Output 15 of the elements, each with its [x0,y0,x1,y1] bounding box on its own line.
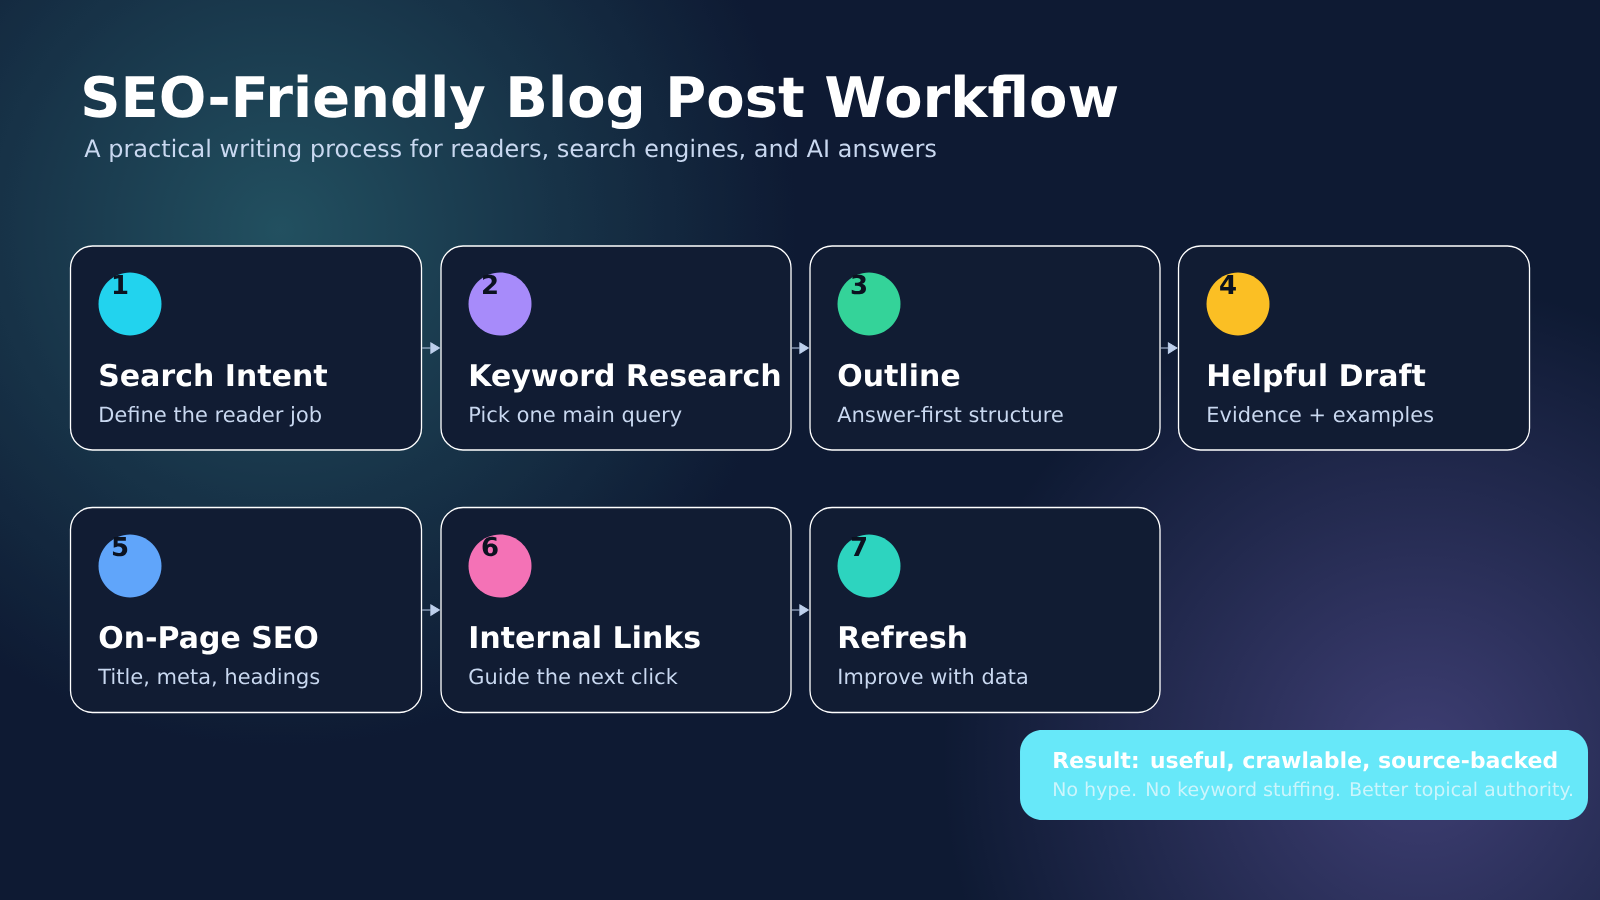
arrow [421,342,440,354]
arrow [791,604,809,616]
number-badge: 4 [1206,272,1270,336]
arrow [1160,342,1178,354]
subtitle: A practical writing process for readers, search engines, and AI answers [84,138,936,162]
number-badge: 1 [98,272,162,336]
number-badge: 6 [468,534,532,598]
number-badge: 5 [98,534,162,598]
arrow [791,342,809,354]
number-badge: 2 [468,272,532,336]
result-banner: Result: useful, crawlable, source-backed No hype. No keyword stuffing. Better topical authority. [1020,730,1588,820]
arrow [421,604,440,616]
number-badge: 3 [837,272,901,336]
title: SEO-Friendly Blog Post Workflow [84,74,1118,130]
number-badge: 7 [837,534,901,598]
